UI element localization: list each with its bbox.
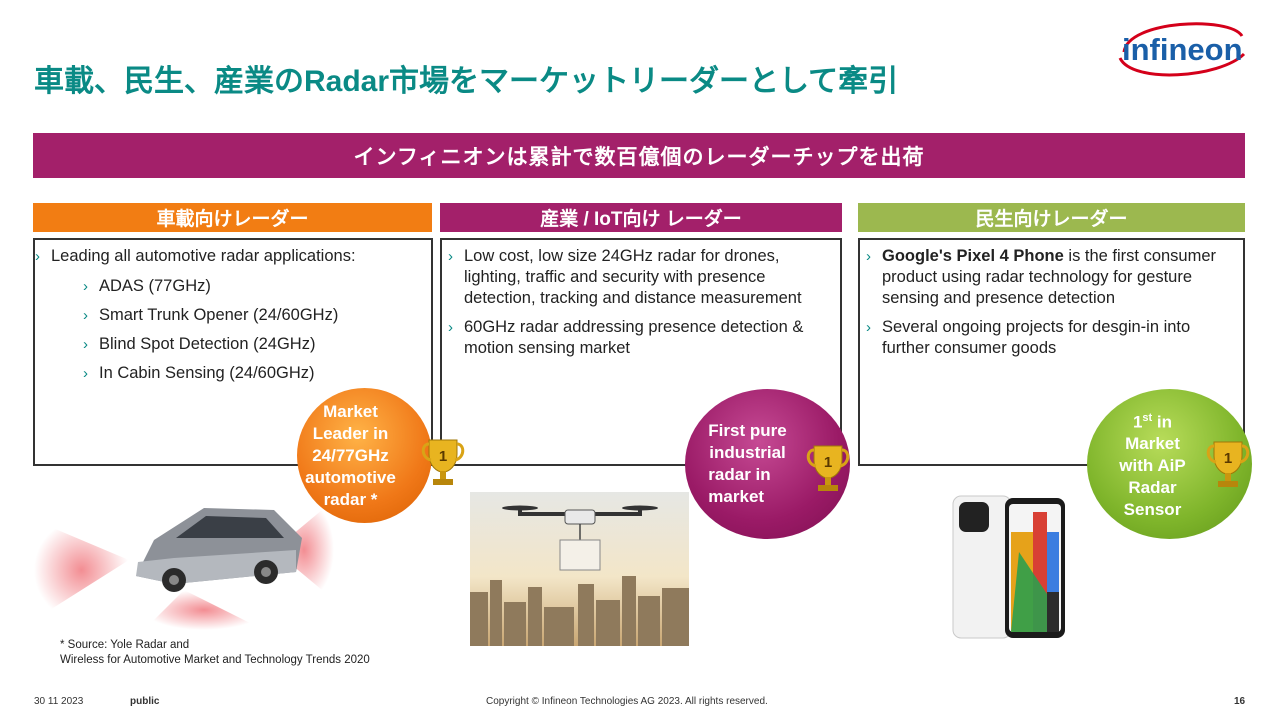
logo-text: infineon (1122, 32, 1243, 67)
sub-bullet-item: ›Blind Spot Detection (24GHz) (83, 335, 316, 353)
trophy-icon: 1 (421, 436, 465, 488)
bullet-chevron-icon: › (83, 307, 88, 324)
infineon-logo: infineon (1110, 14, 1250, 84)
header-consumer: 民生向けレーダー (858, 203, 1245, 232)
drone-city-image (470, 492, 689, 646)
bullet-item: › Several ongoing projects for desgin-in… (866, 318, 1191, 357)
automotive-box: › Leading all automotive radar applicati… (33, 238, 433, 466)
car-radar-image (34, 480, 334, 630)
sub-bullet-item: ›ADAS (77GHz) (83, 277, 211, 295)
svg-text:1: 1 (1224, 450, 1232, 467)
bullet-item: › 60GHz radar addressing presence detect… (448, 318, 804, 357)
market-leader-badge: Market Leader in 24/77GHz automotive rad… (297, 388, 432, 523)
bullet-chevron-icon: › (448, 319, 453, 336)
sub-bullet-item: ›Smart Trunk Opener (24/60GHz) (83, 306, 339, 324)
slide-title: 車載、民生、産業のRadar市場をマーケットリーダーとして牽引 (34, 65, 899, 98)
bullet-chevron-icon: › (83, 336, 88, 353)
bullet-chevron-icon: › (448, 248, 453, 265)
bullet-chevron-icon: › (866, 248, 871, 265)
page-number: 16 (1234, 696, 1246, 707)
bullet-chevron-icon: › (866, 319, 871, 336)
header-industrial-iot: 産業 / IoT向け レーダー (440, 203, 842, 232)
svg-text:1: 1 (824, 454, 832, 471)
headline-banner: インフィニオンは累計で数百億個のレーダーチップを出荷 (33, 133, 1245, 178)
bullet-chevron-icon: › (35, 248, 40, 265)
svg-text:1: 1 (439, 448, 447, 465)
footer-copyright: Copyright © Infineon Technologies AG 202… (486, 696, 768, 707)
pixel-phone-image (949, 492, 1069, 644)
footer-classification: public (130, 696, 160, 707)
footer-date: 30 11 2023 (34, 696, 84, 707)
industrial-box: › Low cost, low size 24GHz radar for dro… (440, 238, 842, 466)
header-automotive: 車載向けレーダー (33, 203, 432, 232)
sub-bullet-item: ›In Cabin Sensing (24/60GHz) (83, 364, 315, 382)
trophy-icon: 1 (1206, 438, 1250, 490)
bullet-chevron-icon: › (83, 278, 88, 295)
bullet-item: › Google's Pixel 4 Phone is the first co… (866, 247, 1217, 307)
bullet-chevron-icon: › (83, 365, 88, 382)
bullet-item: › Low cost, low size 24GHz radar for dro… (448, 247, 802, 307)
source-note: * Source: Yole Radar and Wireless for Au… (60, 639, 370, 666)
bullet-item: › Leading all automotive radar applicati… (35, 247, 356, 265)
trophy-icon: 1 (806, 442, 850, 494)
